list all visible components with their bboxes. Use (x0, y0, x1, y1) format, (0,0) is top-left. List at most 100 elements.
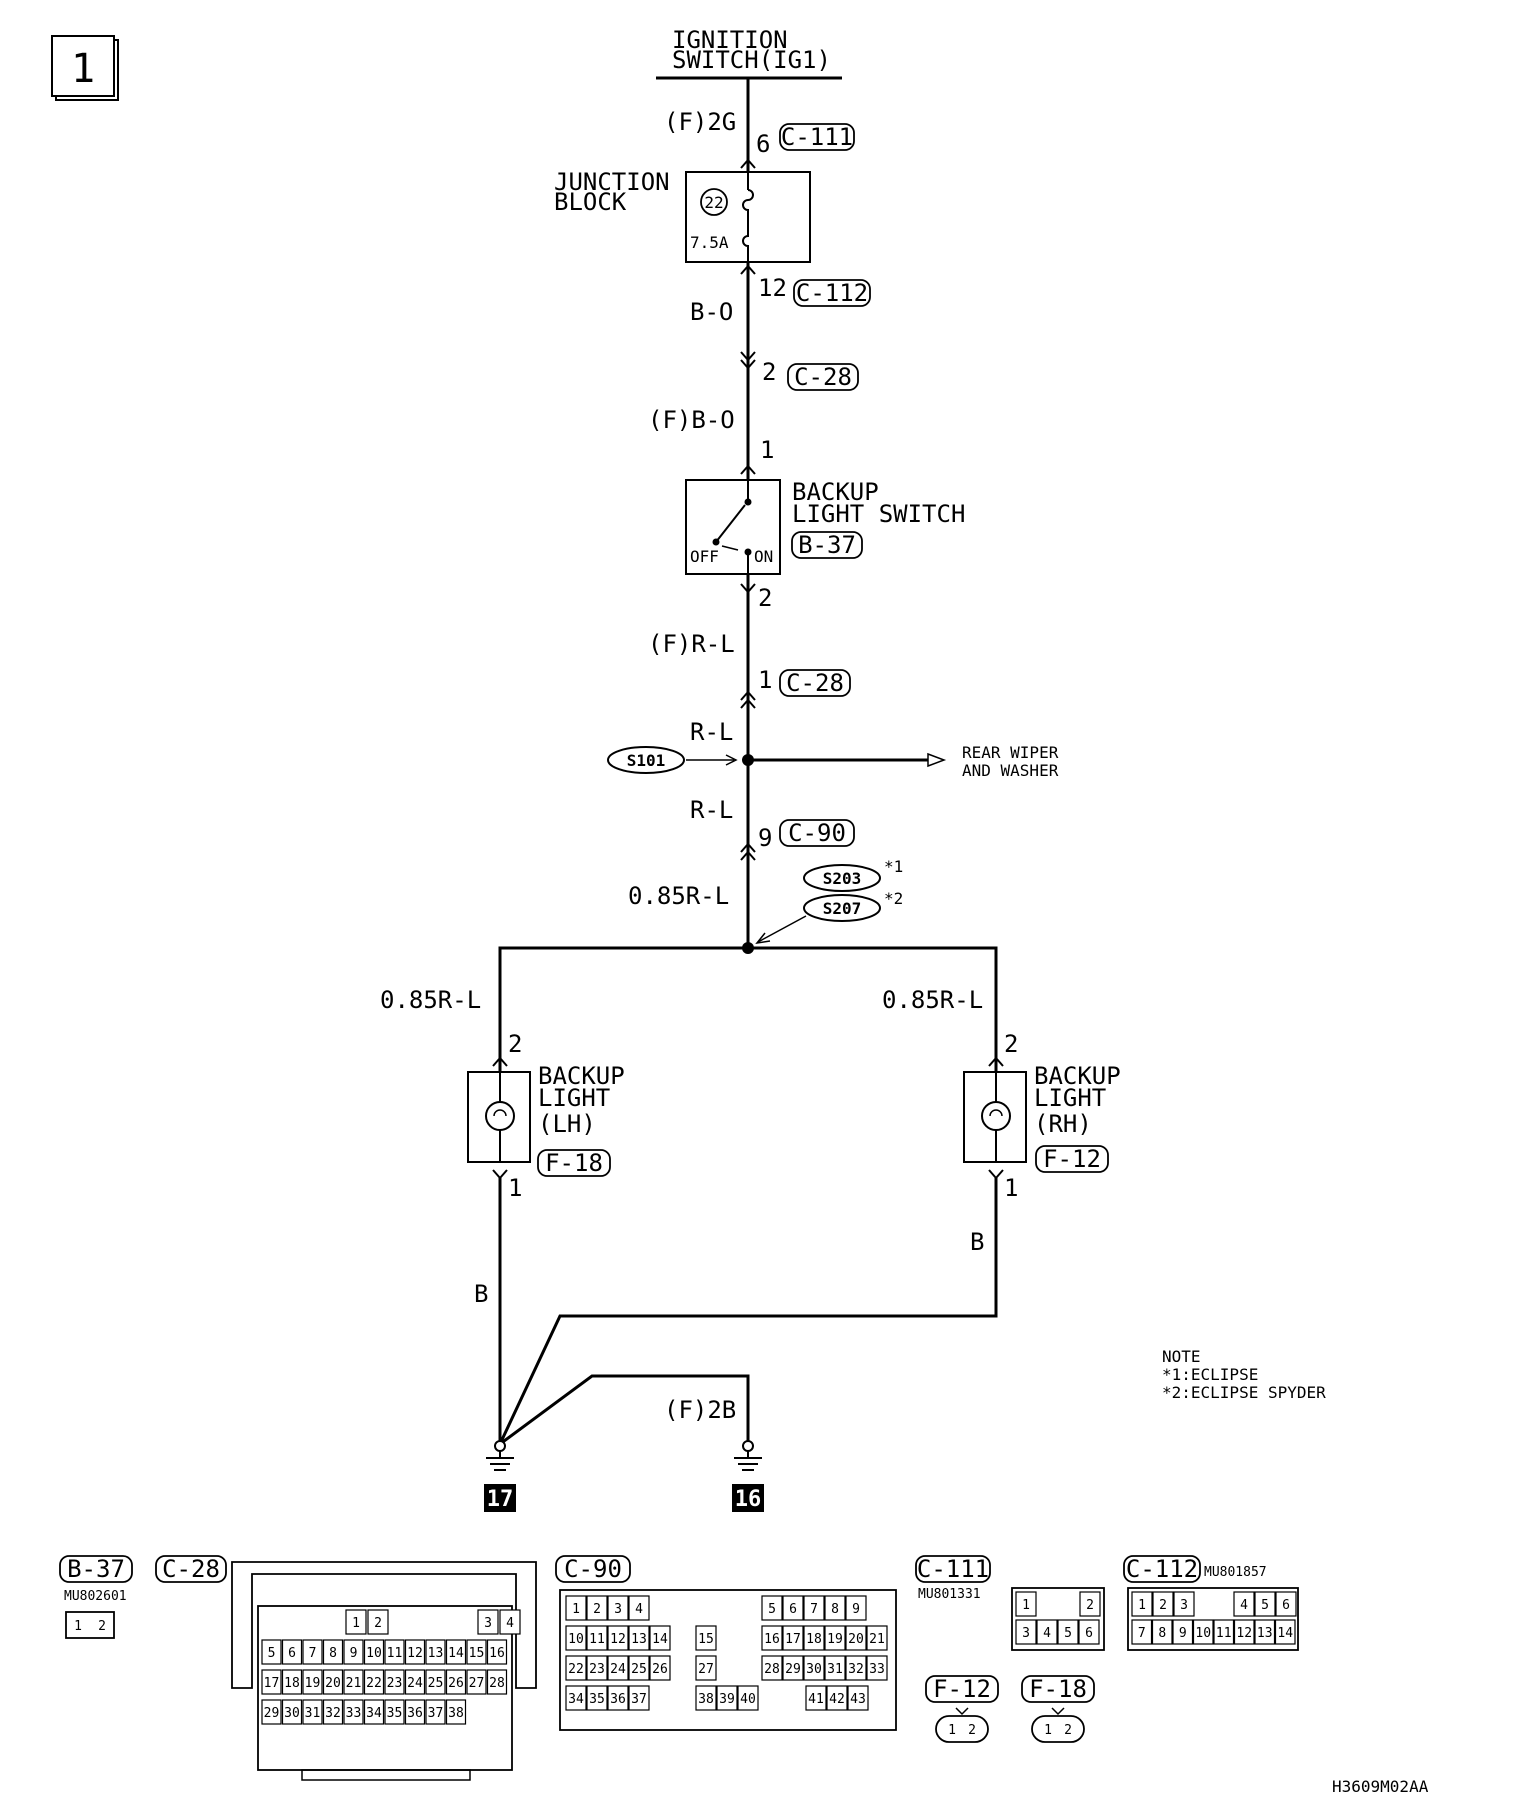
connector-view-f18: F-18 1 2 (1021, 1675, 1095, 1743)
fuse-number-circle (700, 188, 728, 216)
f18-text: F-18 (545, 1149, 603, 1177)
c28-pin: 5 (268, 1646, 276, 1661)
c28-pin: 24 (407, 1676, 423, 1691)
bulb-icon (981, 1101, 1011, 1131)
c112-pin: 6 (1282, 1598, 1290, 1613)
page-label-text: 1 (71, 46, 95, 92)
c90-pin: 5 (768, 1602, 776, 1617)
c90-pin: 22 (568, 1662, 584, 1677)
b37-pin: 2 (98, 1619, 106, 1634)
c90-pin: 3 (614, 1602, 622, 1617)
c90-pin: 17 (785, 1632, 801, 1647)
c28-pin: 1 (352, 1616, 360, 1631)
source-line2: SWITCH(IG1) (672, 46, 831, 74)
c28-pin: 15 (469, 1646, 485, 1661)
c28-pin: 18 (284, 1676, 300, 1691)
c28-pin: 34 (366, 1706, 382, 1721)
c28-pin: 29 (264, 1706, 280, 1721)
c112-pin: 14 (1277, 1626, 1293, 1641)
pin-lh-1: 1 (508, 1174, 522, 1202)
pin-2a: 2 (762, 358, 776, 386)
note-2: *2:ECLIPSE SPYDER (1162, 1383, 1326, 1402)
note-title: NOTE (1162, 1347, 1201, 1366)
c90-pin: 6 (789, 1602, 797, 1617)
c90-pin: 8 (831, 1602, 839, 1617)
c28a-text: C-28 (794, 363, 852, 391)
c112-pin: 4 (1240, 1598, 1248, 1613)
lh-line1: BACKUP (538, 1062, 625, 1090)
note-1: *1:ECLIPSE (1162, 1365, 1258, 1384)
pin-9: 9 (758, 824, 772, 852)
f18-pin: 1 (1044, 1723, 1052, 1738)
c111-part-no: MU801331 (918, 1587, 981, 1602)
c28-pin: 20 (325, 1676, 341, 1691)
c111-pin: 3 (1022, 1626, 1030, 1641)
c28-view-label: C-28 (162, 1555, 220, 1583)
c28-pin: 9 (350, 1646, 358, 1661)
c112-pin: 8 (1158, 1626, 1166, 1641)
junction-line2: BLOCK (554, 188, 627, 216)
connector-view-b37: B-37 MU802601 1 2 (59, 1555, 133, 1639)
branch-arrow-icon (927, 752, 947, 768)
c28-pin: 35 (387, 1706, 403, 1721)
c90-pin: 30 (806, 1662, 822, 1677)
connector-c28-tag-a: C-28 (787, 363, 859, 391)
c90-pin: 24 (610, 1662, 626, 1677)
f12-view-label: F-12 (933, 1675, 991, 1703)
c90-pin: 7 (810, 1602, 818, 1617)
c112-pin: 2 (1159, 1598, 1167, 1613)
ground-16: 16 (732, 1440, 764, 1512)
c28-pin: 26 (448, 1676, 464, 1691)
b37-pin: 1 (74, 1619, 82, 1634)
branch-line2: AND WASHER (962, 761, 1059, 780)
lh-line3: (LH) (538, 1110, 596, 1138)
c90-pin: 2 (593, 1602, 601, 1617)
c90-pin: 42 (829, 1692, 845, 1707)
connector-c90-tag: C-90 (779, 819, 855, 847)
pin-12: 12 (758, 274, 787, 302)
c90-pin: 36 (610, 1692, 626, 1707)
backup-light-lh: 2 1 BACKUP LIGHT (LH) F-18 (467, 1030, 625, 1202)
c90-pin: 26 (652, 1662, 668, 1677)
c112-pin: 7 (1138, 1626, 1146, 1641)
connector-view-f12: F-12 1 2 (925, 1675, 999, 1743)
c90-pin: 9 (852, 1602, 860, 1617)
c111-pin: 4 (1043, 1626, 1051, 1641)
wire-label-f2g: (F)2G (664, 108, 736, 136)
c90-pin: 35 (589, 1692, 605, 1707)
connector-c112-tag: C-112 (793, 279, 871, 307)
c28-pin: 6 (288, 1646, 296, 1661)
c28-pin: 17 (264, 1676, 280, 1691)
c28-pin: 8 (329, 1646, 337, 1661)
ground-17: 17 (484, 1440, 516, 1512)
rh-line2: LIGHT (1034, 1084, 1106, 1112)
bulb-icon (485, 1101, 515, 1131)
f12-text: F-12 (1043, 1145, 1101, 1173)
c28-pin: 4 (506, 1616, 514, 1631)
c90-pin: 20 (848, 1632, 864, 1647)
c111-pin: 2 (1086, 1598, 1094, 1613)
c28-pin: 33 (346, 1706, 362, 1721)
wire-label-f2b: (F)2B (664, 1396, 736, 1424)
c112-pin: 11 (1216, 1626, 1232, 1641)
distribution-wire (498, 946, 998, 1072)
c28-pin: 10 (366, 1646, 382, 1661)
c112-pin: 13 (1257, 1626, 1273, 1641)
ground-17-label: 17 (487, 1487, 514, 1512)
backup-light-rh: 2 1 BACKUP LIGHT (RH) F-12 (963, 1030, 1121, 1202)
switch-line1: BACKUP (792, 478, 879, 506)
c28-pin: 14 (448, 1646, 464, 1661)
ground-wire-rh (498, 1178, 998, 1445)
s203-text: S203 (823, 869, 862, 888)
c90-pin: 29 (785, 1662, 801, 1677)
c28-pin: 2 (374, 1616, 382, 1631)
c90-pin: 38 (698, 1692, 714, 1707)
f18-view-label: F-18 (1029, 1675, 1087, 1703)
pin-rh-1: 1 (1004, 1174, 1018, 1202)
c28-pin: 16 (489, 1646, 505, 1661)
